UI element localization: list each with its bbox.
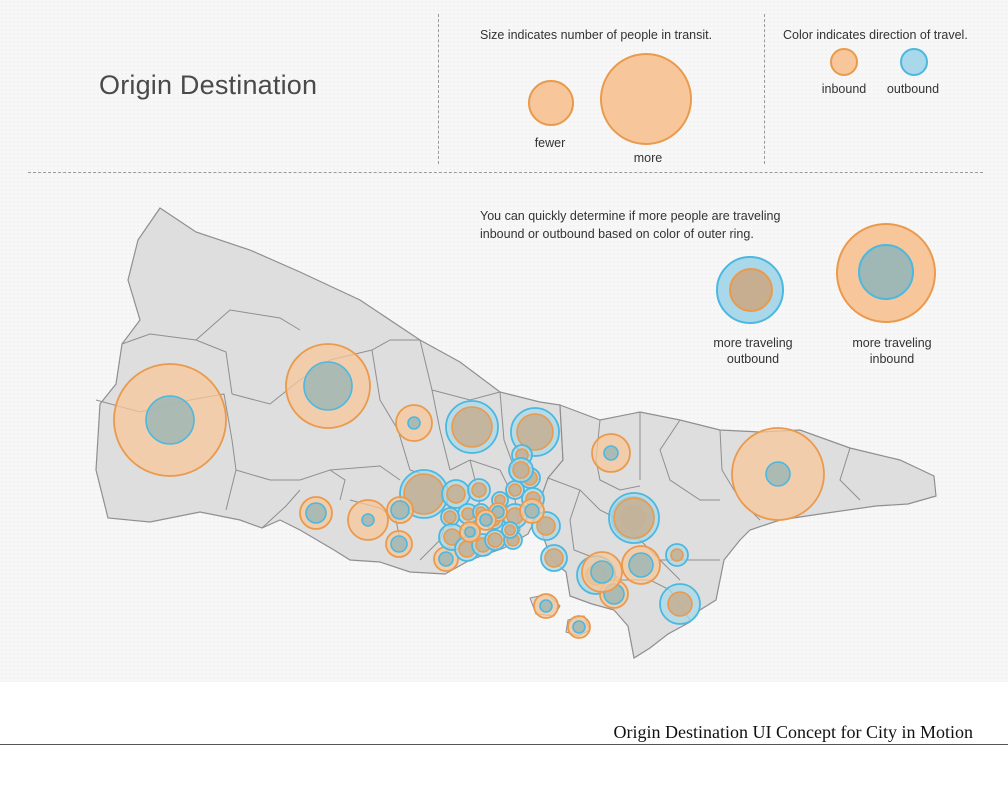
station-inner-core [516, 413, 554, 451]
station-inner-core [544, 548, 564, 568]
explainer-outbound-label-2: outbound [726, 352, 780, 366]
station-inner-core [508, 483, 522, 497]
size-legend-more: more [633, 151, 663, 165]
legend-large-circle [600, 53, 692, 145]
station-inner-core [145, 395, 195, 445]
station-inner-core [539, 599, 553, 613]
station-circles [113, 343, 825, 639]
station-inner-core [446, 484, 466, 504]
station-inner-core [667, 591, 693, 617]
color-legend-inbound: inbound [821, 82, 867, 96]
station-inner-core [390, 500, 410, 520]
station-inner-core [407, 416, 421, 430]
explainer-inbound-label-1: more traveling [852, 336, 932, 350]
explainer-outbound-label-1: more traveling [713, 336, 793, 350]
station-inner-core [303, 361, 353, 411]
legend-outbound-circle [900, 48, 928, 76]
size-legend-fewer: fewer [534, 136, 566, 150]
explainer-line-1: You can quickly determine if more people… [480, 209, 781, 223]
station-inner-core [524, 503, 540, 519]
station-inner-core [536, 516, 556, 536]
station-inner-core [572, 620, 586, 634]
station-inner-core [438, 551, 454, 567]
station-inner-core [613, 497, 655, 539]
station-inner-core [504, 524, 516, 536]
district-map [95, 48, 937, 659]
station-inner-core [464, 526, 476, 538]
station-inner-core [628, 552, 654, 578]
explainer-outbound-inner [729, 268, 773, 312]
station-inner-core [765, 461, 791, 487]
header-divider [28, 172, 983, 173]
station-inner-core [451, 406, 493, 448]
caption-rule [0, 744, 1008, 745]
explainer-inbound-inner [858, 244, 914, 300]
station-inner-core [471, 482, 487, 498]
explainer-inbound-label-2: inbound [869, 352, 915, 366]
station-inner-core [670, 548, 684, 562]
size-legend-heading: Size indicates number of people in trans… [480, 28, 713, 42]
station-inner-core [443, 510, 457, 524]
station-inner-core [305, 502, 327, 524]
legend-small-circle [528, 80, 574, 126]
map-panel [0, 0, 1008, 682]
legend-divider-left [438, 14, 439, 164]
station-inner-core [590, 560, 614, 584]
station-inner-core [390, 535, 408, 553]
station-inner-core [603, 445, 619, 461]
figure-caption: Origin Destination UI Concept for City i… [613, 722, 973, 742]
legend-divider-right [764, 14, 765, 164]
explainer-line-2: inbound or outbound based on color of ou… [480, 227, 754, 241]
color-legend-outbound: outbound [886, 82, 940, 96]
station-inner-core [487, 532, 503, 548]
station-inner-core [461, 507, 475, 521]
station-inner-core [443, 528, 461, 546]
legend-inbound-circle [830, 48, 858, 76]
page-title: Origin Destination [99, 70, 318, 100]
station-inner-core [512, 461, 530, 479]
station-inner-core [361, 513, 375, 527]
color-legend-heading: Color indicates direction of travel. [783, 28, 968, 42]
station-inner-core [479, 513, 493, 527]
